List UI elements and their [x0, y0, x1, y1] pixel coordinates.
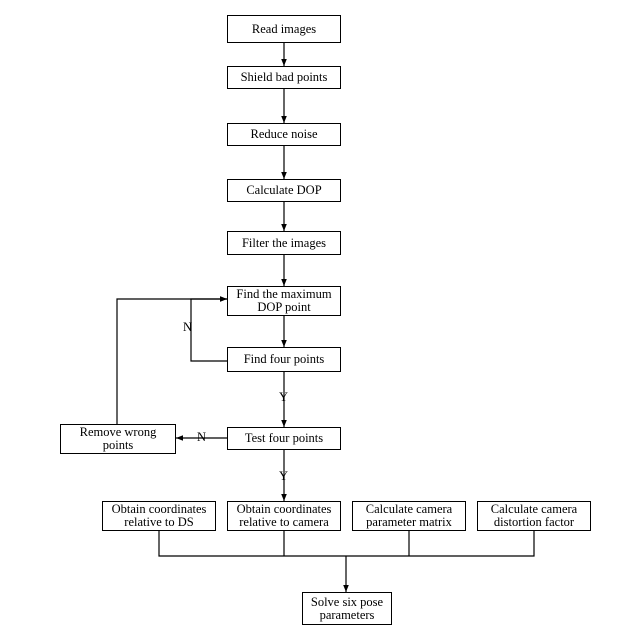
node-camera-parameter-matrix: Calculate camera parameter matrix — [352, 501, 466, 531]
node-obtain-coords-camera: Obtain coordinates relative to camera — [227, 501, 341, 531]
node-obtain-coords-ds: Obtain coordinates relative to DS — [102, 501, 216, 531]
node-camera-distortion-factor: Calculate camera distortion factor — [477, 501, 591, 531]
node-remove-wrong-points: Remove wrong points — [60, 424, 176, 454]
connector-ds-bus — [158, 531, 535, 557]
node-read-images: Read images — [227, 15, 341, 43]
node-filter-images: Filter the images — [227, 231, 341, 255]
edge-label-test-no: N — [197, 430, 207, 444]
node-shield-bad-points: Shield bad points — [227, 66, 341, 89]
arrow-remove-loop — [116, 296, 227, 424]
node-find-maximum-dop: Find the maximum DOP point — [227, 286, 341, 316]
node-solve-pose-parameters: Solve six pose parameters — [302, 592, 392, 625]
node-test-four-points: Test four points — [227, 427, 341, 450]
edge-label-four-yes: Y — [279, 390, 289, 404]
edge-label-test-yes: Y — [279, 469, 289, 483]
node-calculate-dop: Calculate DOP — [227, 179, 341, 202]
node-find-four-points: Find four points — [227, 347, 341, 372]
arrow-four-no-loop — [190, 296, 227, 362]
edge-label-four-no: N — [183, 320, 193, 334]
node-reduce-noise: Reduce noise — [227, 123, 341, 146]
